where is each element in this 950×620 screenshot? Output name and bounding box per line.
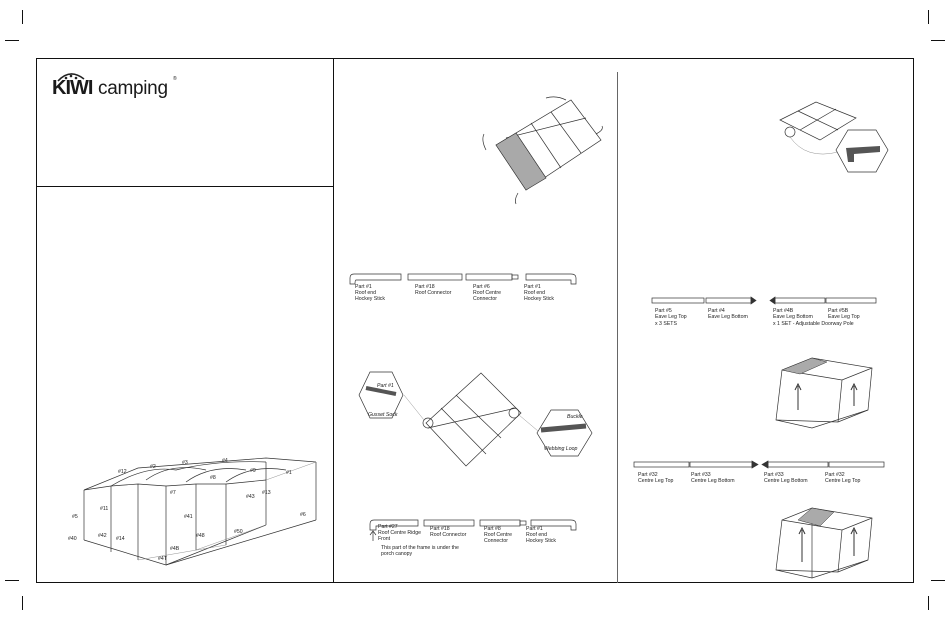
part-label: Part #33 <box>764 472 784 478</box>
frame-label: #12 <box>118 469 127 475</box>
part-name: Roof Centre <box>484 532 512 538</box>
logo-camping-text: camping <box>98 78 168 99</box>
part-label: Part #1 <box>524 284 541 290</box>
leg-row-1 <box>651 296 877 305</box>
part-label: Part #1 <box>355 284 372 290</box>
part-name: Centre Leg Bottom <box>691 478 735 484</box>
frame-label: #6 <box>300 512 306 518</box>
part-name: Hockey Stick <box>526 538 556 544</box>
crop-mark <box>5 580 19 581</box>
callout-label: Part #1 <box>377 383 394 389</box>
column-divider <box>617 72 618 583</box>
frame-note: This part of the frame is under the <box>381 545 459 551</box>
part-label: Part #33 <box>691 472 711 478</box>
part-quantity: x 1 SET - Adjustable Doorway Pole <box>773 321 854 327</box>
frame-label: #9 <box>250 468 256 474</box>
roof-corner-diagram <box>779 101 889 173</box>
column-divider <box>333 58 334 583</box>
frame-label: #43 <box>246 494 255 500</box>
part-name: Eave Leg Top <box>655 314 687 320</box>
frame-label: #40 <box>68 536 77 542</box>
tent-eave-legs-diagram <box>775 357 873 429</box>
part-name: Roof end <box>355 290 377 296</box>
crop-mark <box>22 596 23 610</box>
part-name: Roof Centre Ridge <box>378 530 421 536</box>
part-label: Part #4 <box>708 308 725 314</box>
part-name: Connector <box>484 538 508 544</box>
part-label: Part #5B <box>828 308 849 314</box>
kiwi-dots-icon <box>57 73 85 82</box>
crop-mark <box>931 40 945 41</box>
pole-row-2 <box>369 519 577 531</box>
crop-mark <box>928 10 929 24</box>
callout-label: Webbing Loop <box>544 446 578 452</box>
frame-label: #4 <box>222 458 228 464</box>
crop-mark <box>22 10 23 24</box>
part-label: Part #18 <box>430 526 450 532</box>
crop-mark <box>928 596 929 610</box>
part-label: Part #32 <box>825 472 845 478</box>
frame-label: #4T <box>158 556 167 562</box>
part-name: Eave Leg Bottom <box>773 314 813 320</box>
frame-label: #7 <box>170 490 176 496</box>
part-name: Connector <box>473 296 497 302</box>
part-label: Part #5 <box>655 308 672 314</box>
part-name: Hockey Stick <box>355 296 385 302</box>
part-name: Hockey Stick <box>524 296 554 302</box>
frame-label: #14 <box>116 536 125 542</box>
part-label: Part #4B <box>773 308 794 314</box>
part-name: Centre Leg Top <box>638 478 674 484</box>
crop-mark <box>931 580 945 581</box>
part-quantity: x 3 SETS <box>655 321 677 327</box>
gusset-assembly-diagram <box>358 371 593 467</box>
frame-label: #41 <box>184 514 193 520</box>
kiwi-camping-logo: KIWI camping ® <box>52 72 182 106</box>
frame-note: porch canopy <box>381 551 413 557</box>
part-name: Roof end <box>524 290 546 296</box>
part-label: Part #6 <box>473 284 490 290</box>
frame-label: #48 <box>196 533 205 539</box>
frame-label: #50 <box>234 529 243 535</box>
frame-label: #2 <box>150 464 156 470</box>
part-name: Eave Leg Top <box>828 314 860 320</box>
tent-frame-diagram <box>83 457 317 566</box>
note-arrow-icon <box>369 530 377 541</box>
section-divider <box>36 186 333 187</box>
pole-row-1 <box>349 273 577 285</box>
part-label: Part #32 <box>638 472 658 478</box>
part-name: Roof Centre <box>473 290 501 296</box>
part-name: Eave Leg Bottom <box>708 314 748 320</box>
frame-label: #3 <box>182 460 188 466</box>
crop-mark <box>5 40 19 41</box>
part-label: Part #18 <box>415 284 435 290</box>
part-label: Part #27 <box>378 524 398 530</box>
callout-label: Gusset Sock <box>368 412 398 418</box>
registered-mark: ® <box>173 76 177 82</box>
roof-panel-diagram <box>482 96 603 205</box>
part-name: Front <box>378 536 391 542</box>
part-name: Roof Connector <box>415 290 452 296</box>
frame-label: #13 <box>262 490 271 496</box>
tent-centre-legs-diagram <box>775 507 873 579</box>
logo-kiwi-text: KIWI <box>52 77 93 99</box>
frame-label: #11 <box>100 506 109 512</box>
frame-label: #4B <box>170 546 180 552</box>
part-name: Roof end <box>526 532 548 538</box>
part-name: Centre Leg Bottom <box>764 478 808 484</box>
page-frame <box>36 58 914 583</box>
part-name: Roof Connector <box>430 532 467 538</box>
leg-row-2 <box>633 460 885 469</box>
part-label: Part #8 <box>484 526 501 532</box>
callout-label: Buckle <box>567 414 583 420</box>
frame-label: #1 <box>286 470 292 476</box>
frame-label: #42 <box>98 533 107 539</box>
frame-label: #8 <box>210 475 216 481</box>
part-label: Part #1 <box>526 526 543 532</box>
frame-label: #5 <box>72 514 78 520</box>
part-name: Centre Leg Top <box>825 478 861 484</box>
